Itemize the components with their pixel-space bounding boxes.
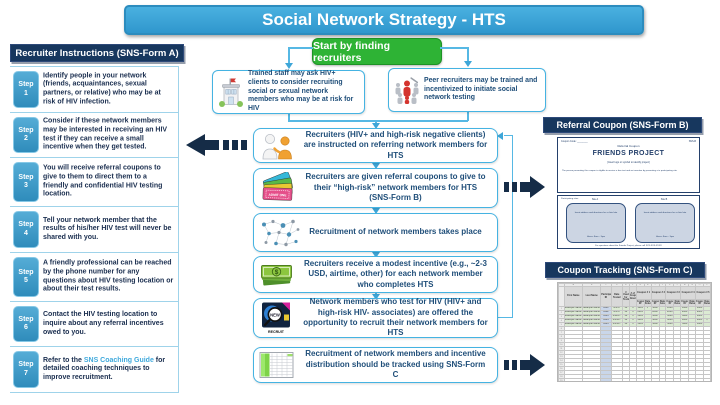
peer-recruiters-icon	[395, 77, 419, 104]
step-text: Contact the HIV testing location to inqu…	[43, 310, 164, 336]
step-text: Tell your network member that the result…	[43, 216, 172, 241]
connector-line	[288, 47, 290, 64]
flow-box-text: Recruitment of network members takes pla…	[309, 227, 482, 237]
flow-box-text: Recruiters receive a modest incentive (e…	[304, 258, 487, 289]
flow-box-recruiters-instructed: Recruiters (HIV+ and high-risk negative …	[253, 128, 498, 163]
arrowhead-down	[371, 163, 380, 169]
flow-box-text: Trained staff may ask HIV+ clients to co…	[248, 70, 354, 112]
feedback-line	[498, 317, 513, 318]
connector-line	[288, 120, 468, 122]
big-arrow-right-icon	[504, 354, 545, 376]
step-text: Refer to the SNS Coaching Guide for deta…	[43, 356, 166, 381]
coupon-footer: For questions about the Friends Project,…	[595, 245, 662, 247]
page-title: Social Network Strategy - HTS	[124, 5, 644, 35]
spreadsheet-icon	[259, 352, 294, 378]
referral-coupon-card: Coupon Code: ________ SNS-B Referral Cou…	[557, 137, 700, 193]
clinic-building-icon	[219, 78, 243, 107]
coupon-code-row: Coupon Code: ________ SNS-B	[558, 138, 699, 143]
site-b-label: Site B	[660, 198, 668, 201]
connector-line	[288, 114, 290, 121]
arrowhead-down	[371, 294, 380, 300]
connector-line	[288, 47, 313, 49]
arrowhead-down	[463, 61, 472, 67]
referral-coupon-header: Referral Coupon (SNS-Form B)	[543, 117, 702, 133]
step-text: Consider if these network members may be…	[43, 117, 168, 151]
flow-box-text: Recruiters (HIV+ and high-risk negative …	[303, 129, 488, 160]
step-text: A friendly professional can be reached b…	[43, 259, 174, 293]
coupon-sites-card: Participating sites: Site A Site B Inser…	[557, 195, 700, 249]
connector-line	[440, 47, 468, 49]
flow-box-peer-recruiters: Peer recruiters may be trained and incen…	[388, 68, 546, 112]
big-arrow-right-icon	[504, 176, 545, 198]
coupon-code-label: Coupon Code: ________	[561, 140, 588, 143]
coupon-tickets-icon: ADMIT ONE	[262, 172, 293, 201]
big-arrow-left-icon	[186, 134, 247, 156]
connector-line	[467, 47, 469, 62]
flow-box-recruitment-takes-place: Recruitment of network members takes pla…	[253, 213, 498, 252]
new-recruit-icon: NEW RECRUIT	[262, 302, 290, 334]
site-a-box: Insert address and directions for a clin…	[566, 203, 626, 243]
svg-text:RECRUIT: RECRUIT	[268, 330, 285, 334]
social-network-doodle-icon	[262, 219, 300, 246]
flow-box-text: Peer recruiters may be trained and incen…	[424, 77, 538, 102]
svg-text:NEW: NEW	[270, 312, 280, 317]
coupon-tracking-header: Coupon Tracking (SNS-Form C)	[545, 262, 705, 278]
incentive-money-icon: $	[261, 264, 292, 286]
coupon-body-text: The person presenting this coupon is eli…	[562, 170, 678, 172]
connector-line	[375, 120, 377, 124]
feedback-line	[512, 135, 513, 318]
sns-coaching-guide-link[interactable]: SNS Coaching Guide	[83, 356, 154, 364]
flow-box-referral-coupons: ADMIT ONE Recruiters are given referral …	[253, 168, 498, 208]
two-people-talking-icon	[262, 133, 292, 159]
flow-box-trained-staff: Trained staff may ask HIV+ clients to co…	[212, 70, 365, 114]
coupon-logo-note: [Insert logo or symbol to identify proje…	[607, 161, 650, 164]
feedback-line	[504, 135, 513, 136]
coupon-subtitle: Referral Coupon	[617, 144, 640, 148]
site-a-label: Site A	[591, 198, 599, 201]
arrowhead-down	[371, 252, 380, 258]
start-button[interactable]: Start by finding recruiters	[312, 38, 442, 65]
flow-box-modest-incentive: $ Recruiters receive a modest incentive …	[253, 256, 498, 293]
connector-line	[467, 112, 469, 121]
arrowhead-down	[284, 63, 293, 69]
flow-box-new-recruits: NEW RECRUIT Network members who test for…	[253, 297, 498, 338]
flow-box-tracking: Recruitment of network members and incen…	[253, 347, 498, 383]
flow-box-text: Recruiters are given referral coupons to…	[305, 172, 486, 203]
step-text: Identify people in your network (friends…	[43, 72, 161, 106]
flow-box-text: Recruitment of network members and incen…	[305, 349, 486, 380]
coupon-corner-label: SNS-B	[688, 140, 696, 143]
flow-box-text: Network members who test for HIV (HIV+ a…	[303, 297, 488, 338]
step-text: You will receive referral coupons to giv…	[43, 164, 163, 198]
participating-sites-label: Participating sites:	[561, 197, 579, 200]
arrowhead-left	[497, 132, 503, 140]
arrowhead-down	[371, 208, 380, 214]
arrowhead-down	[371, 123, 380, 129]
coupon-title: FRIENDS PROJECT	[592, 150, 665, 157]
recruiter-instructions-header: Recruiter Instructions (SNS-Form A)	[10, 44, 184, 62]
svg-text:ADMIT ONE: ADMIT ONE	[268, 193, 286, 198]
site-b-box: Insert address and directions for a clin…	[635, 203, 695, 243]
svg-text:$: $	[275, 269, 279, 276]
